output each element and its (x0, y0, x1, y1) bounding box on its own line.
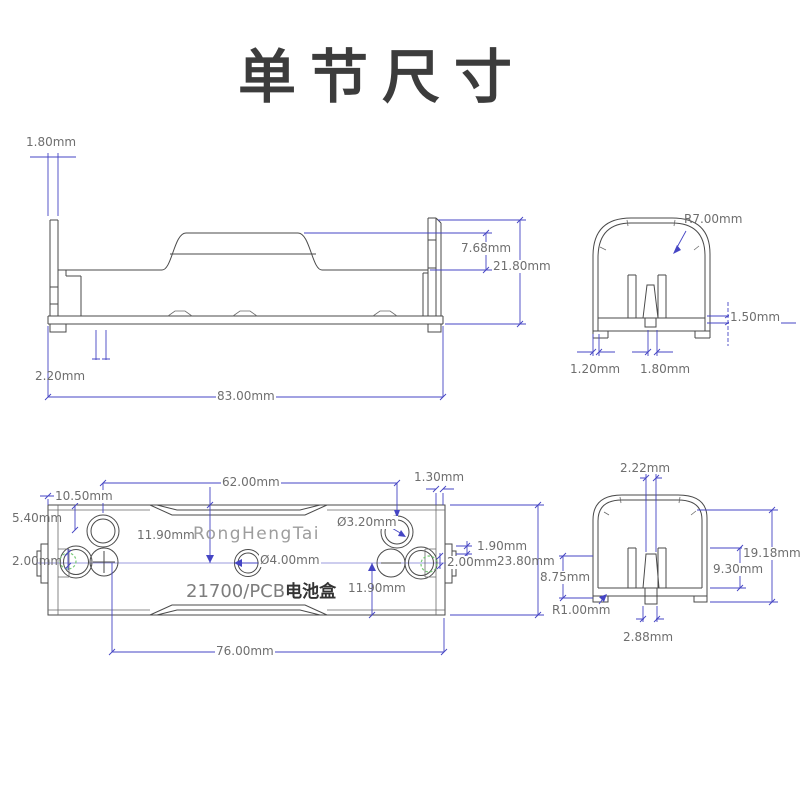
dim-side-bottom-corner-radius: R1.00mm (552, 603, 611, 617)
dim-top-hole-small: Ø3.20mm (336, 515, 398, 529)
dim-top-upper-half: 11.90mm (137, 528, 195, 542)
dim-top-lower-half: 11.90mm (348, 581, 406, 595)
dim-top-hole-span: 62.00mm (221, 475, 281, 489)
dim-side-top-corner-radius: R7.00mm (684, 212, 743, 226)
dim-top-clip-right: 2.00mm (446, 555, 499, 569)
dim-top-clip-gap: 1.90mm (477, 539, 528, 553)
dim-side-top-base-lip: 1.50mm (729, 310, 782, 324)
dim-top-edge: 5.40mm (12, 511, 63, 525)
dim-side-bottom-tab-top: 2.22mm (620, 461, 671, 475)
dim-side-top-slot: 1.80mm (640, 362, 691, 376)
dim-side-bottom-tab-bottom: 2.88mm (623, 630, 674, 644)
page-title: 单节尺寸 (238, 45, 527, 110)
dim-top-body-length: 76.00mm (215, 644, 275, 658)
model-number: 21700/PCB (186, 581, 286, 602)
dim-top-depth: 23.80mm (497, 554, 555, 568)
model-suffix: 电池盒 (285, 582, 337, 602)
dim-front-step-height: 7.68mm (460, 241, 513, 255)
dim-front-base-lip: 2.20mm (35, 369, 86, 383)
side-view-top-dimension-lines (577, 230, 796, 356)
brand-text: RongHengTai (193, 524, 321, 544)
dim-side-bottom-prong: 9.30mm (712, 562, 765, 576)
side-view-bottom-dimension-lines (559, 474, 778, 623)
dim-front-total-height: 21.80mm (492, 259, 552, 273)
dim-side-bottom-base: 8.75mm (539, 570, 592, 584)
dim-side-top-wall: 1.20mm (570, 362, 621, 376)
front-view-outline (47, 217, 444, 333)
dim-top-rim: 1.30mm (414, 470, 465, 484)
contact-highlight-right (420, 555, 438, 573)
side-view-bottom-outline (592, 494, 708, 605)
top-view-outline (36, 504, 459, 616)
dim-top-hole-offset: 10.50mm (54, 489, 114, 503)
model-label: 21700/PCB电池盒 (186, 577, 336, 602)
front-view-dimension-lines (30, 153, 526, 401)
dim-top-clip-left: 2.00mm (12, 554, 63, 568)
dim-front-total-length: 83.00mm (216, 389, 276, 403)
dim-front-wall-top: 1.80mm (26, 135, 77, 149)
dim-top-hole-center: Ø4.00mm (259, 553, 321, 567)
dim-side-bottom-height: 19.18mm (742, 546, 800, 560)
side-view-top-outline (592, 217, 711, 339)
